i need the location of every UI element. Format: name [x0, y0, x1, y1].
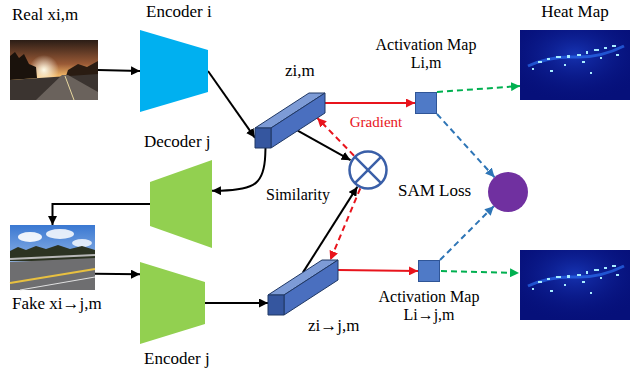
node-label: Real xi,m	[12, 6, 78, 24]
arrow-connector	[338, 270, 418, 271]
node-label: Heat Map	[520, 3, 630, 21]
output-image: Fake xi→j,m	[10, 225, 95, 290]
heat-map: Heat Map	[520, 30, 630, 100]
loss-node: SAM Loss	[488, 172, 528, 212]
operator-circle	[350, 152, 387, 189]
latent-code: zi→j,m	[268, 255, 338, 315]
activation-map: Activation Map Li→j,m	[418, 260, 440, 282]
input-image: Real xi,m	[10, 40, 98, 100]
arrow-connector	[330, 188, 360, 260]
encoder-block: Encoder i	[140, 30, 208, 112]
loss-circle	[488, 172, 528, 212]
fake-photo	[10, 225, 95, 290]
fake-photo	[20, 277, 95, 290]
fake-photo	[46, 229, 74, 239]
real-photo	[10, 74, 98, 100]
similarity-operator-shape	[348, 150, 388, 190]
trapezoid-shape	[150, 160, 212, 248]
bar-side-face	[271, 93, 325, 148]
real-photo	[36, 75, 98, 100]
trapezoid-shape	[140, 30, 208, 112]
node-label: zi,m	[285, 62, 315, 80]
real-photo	[65, 76, 74, 100]
arrow-connector	[205, 302, 268, 304]
latent-code-shape	[268, 255, 338, 315]
fake-photo	[10, 269, 95, 283]
arrow-connector	[437, 86, 520, 92]
real-photo	[10, 40, 98, 100]
node-label: zi→j,m	[308, 317, 359, 335]
arrow-connector	[437, 114, 495, 177]
heat-map-link	[441, 271, 519, 273]
fake-photo	[10, 225, 95, 290]
node-label: Activation Map Li→j,m	[371, 288, 487, 324]
map-square	[416, 93, 437, 114]
node-label: Activation Map Li,m	[368, 36, 484, 72]
activation-map-shape	[418, 260, 440, 282]
activation-map-shape	[415, 92, 437, 114]
loss-node-shape	[488, 172, 528, 212]
arrow-connector	[440, 206, 494, 260]
arrow-connector	[98, 70, 140, 71]
arrow-connector	[212, 148, 266, 191]
arrow-connector	[53, 204, 151, 225]
encoder-block: Encoder j	[140, 262, 205, 344]
latent-code-shape	[255, 88, 325, 148]
decoder-block-shape	[150, 160, 212, 248]
latent-code: zi,m	[255, 88, 325, 148]
node-label: Similarity	[266, 186, 330, 204]
fake-photo	[10, 258, 95, 290]
bar-end-face	[255, 128, 271, 148]
node-label: SAM Loss	[398, 182, 471, 200]
node-label: Encoder j	[144, 350, 210, 368]
similarity-operator: Similarity	[348, 150, 388, 190]
heat-map-bottom	[520, 250, 630, 320]
encoder-block-shape	[140, 30, 208, 112]
arrow-connector	[325, 102, 415, 104]
map-square	[419, 261, 440, 282]
node-label: Fake xi→j,m	[12, 295, 102, 313]
fake-photo	[10, 255, 95, 259]
operator-cross	[355, 157, 381, 183]
edge-label: Gradient	[348, 113, 404, 131]
arrow-connector	[95, 273, 140, 276]
trapezoid-shape	[140, 262, 205, 344]
fake-photo	[72, 239, 92, 247]
encoder-block-shape	[140, 262, 205, 344]
activation-map: Activation Map Li,m	[415, 92, 437, 114]
bar-side-face	[284, 260, 338, 315]
real-photo	[10, 40, 98, 100]
real-photo	[10, 52, 37, 80]
arrow-connector	[298, 131, 351, 161]
heat-map-top	[520, 30, 630, 100]
node-label: Encoder i	[146, 3, 212, 21]
bar-end-face	[268, 295, 284, 315]
node-label: Decoder j	[144, 133, 211, 151]
arrow-connector	[208, 71, 255, 138]
fake-photo	[18, 232, 42, 242]
decoder-block: Decoder j	[150, 160, 212, 248]
